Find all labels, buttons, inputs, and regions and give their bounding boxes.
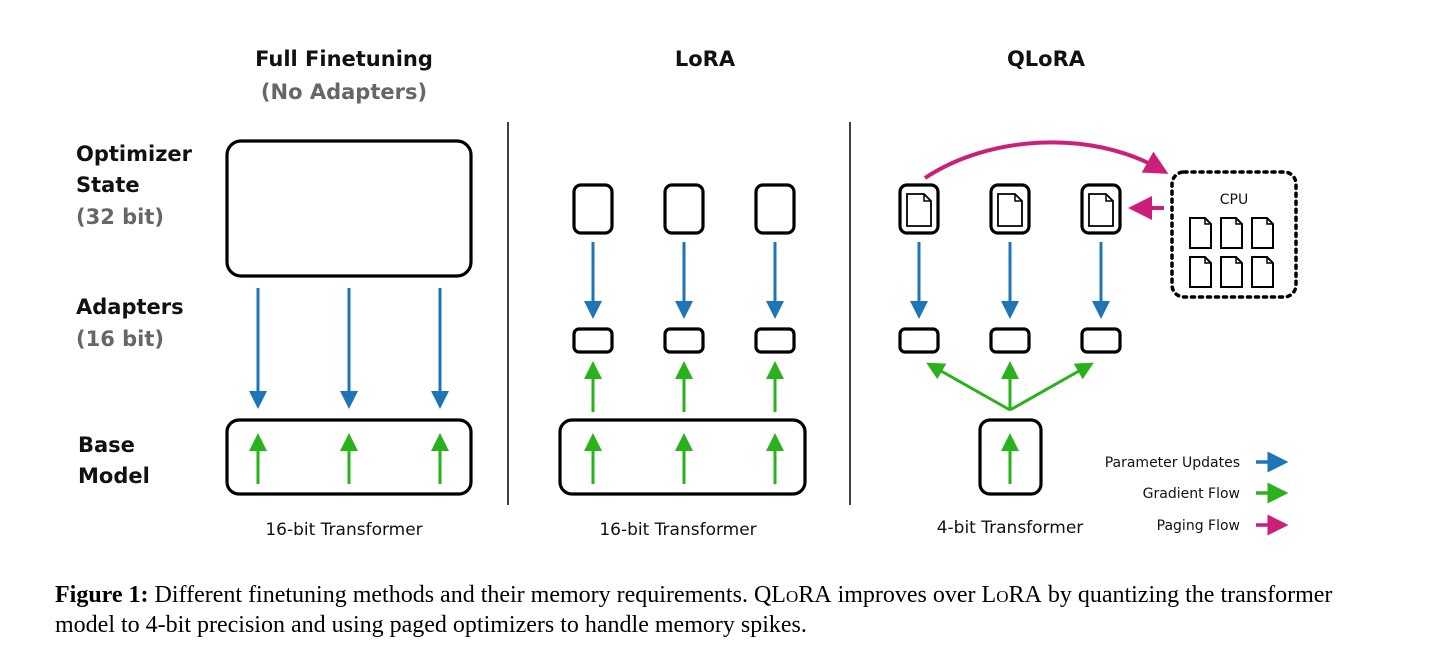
paged-optimizer-box	[989, 183, 1031, 235]
page-icon	[1088, 193, 1114, 227]
cpu-page-fold	[1235, 257, 1242, 264]
legend-label-gradient-flow: Gradient Flow	[1143, 486, 1240, 502]
legend-label-parameter-updates: Parameter Updates	[1105, 455, 1240, 471]
caption-smallcaps-1: LoRA	[771, 582, 832, 608]
optimizer-state-box	[754, 183, 796, 235]
lora-optimizer-boxes	[572, 183, 796, 235]
gradient-flow-arrows	[926, 361, 1094, 484]
paged-optimizer-box	[1080, 183, 1122, 235]
cpu-page-icon	[1189, 256, 1212, 288]
cpu-page-fold	[1266, 257, 1273, 264]
footer-16bit-transformer: 16-bit Transformer	[599, 520, 756, 540]
cpu-page-icon	[1251, 256, 1274, 288]
adapter-box	[572, 327, 614, 354]
gradient-flow-arrows	[249, 433, 449, 484]
parameter-update-arrows	[249, 288, 449, 409]
caption-text-2: improves over L	[831, 582, 997, 608]
legend-label-paging-flow: Paging Flow	[1157, 518, 1240, 534]
footer-4bit-transformer: 4-bit Transformer	[937, 518, 1084, 538]
row-label-optimizer: Optimizer	[76, 142, 193, 166]
row-label-state: State	[76, 173, 140, 197]
cpu-page-fold	[1204, 218, 1211, 225]
caption-text-3: by quantizing the transformer model to 4…	[55, 582, 1333, 638]
row-label-16bit: (16 bit)	[76, 327, 164, 351]
caption-text-1: Different finetuning methods and their m…	[154, 582, 772, 608]
adapter-box	[898, 327, 940, 354]
row-label-model: Model	[78, 464, 150, 488]
column-title-qlora: QLoRA	[1007, 47, 1086, 71]
column-subtitle-no-adapters: (No Adapters)	[261, 80, 427, 104]
cpu-page-icon	[1251, 217, 1274, 249]
row-label-adapters: Adapters	[76, 295, 184, 319]
cpu-page-fold	[1204, 257, 1211, 264]
legend: Parameter Updates Gradient Flow Paging F…	[1105, 451, 1289, 536]
cpu-page-icon	[1189, 217, 1212, 249]
adapter-box	[663, 327, 705, 354]
row-label-base: Base	[78, 433, 135, 457]
column-title-lora: LoRA	[675, 47, 736, 71]
gradient-flow-arrow	[1009, 362, 1094, 412]
optimizer-state-box	[572, 183, 614, 235]
cpu-pages	[1189, 217, 1274, 288]
caption-label: Figure 1:	[55, 582, 149, 608]
lora-adapter-boxes	[572, 327, 796, 354]
page-icon	[906, 193, 932, 227]
optimizer-state-box	[663, 183, 705, 235]
adapter-box	[1080, 327, 1122, 354]
adapter-box	[989, 327, 1031, 354]
row-label-32bit: (32 bit)	[76, 205, 164, 229]
parameter-update-arrows	[584, 242, 784, 319]
gradient-flow-arrow	[926, 362, 1011, 412]
cpu-page-fold	[1235, 218, 1242, 225]
paging-flow-arrow-to-cpu	[923, 140, 1169, 180]
caption-smallcaps-2: oRA	[996, 582, 1042, 608]
gradient-flow-arrows	[584, 361, 784, 484]
cpu-page-icon	[1220, 256, 1243, 288]
optimizer-state-box	[225, 139, 473, 278]
column-title-full-finetuning: Full Finetuning	[255, 47, 433, 71]
footer-16bit-transformer: 16-bit Transformer	[265, 520, 422, 540]
qlora-optimizer-boxes	[898, 183, 1122, 235]
qlora-adapter-boxes	[898, 327, 1122, 354]
figure-caption: Figure 1: Different finetuning methods a…	[55, 580, 1375, 640]
cpu-page-icon	[1220, 217, 1243, 249]
cpu-page-fold	[1266, 218, 1273, 225]
paged-optimizer-box	[898, 183, 940, 235]
parameter-update-arrows	[910, 242, 1110, 319]
cpu-label: CPU	[1220, 192, 1248, 208]
page-icon	[997, 193, 1023, 227]
adapter-box	[754, 327, 796, 354]
